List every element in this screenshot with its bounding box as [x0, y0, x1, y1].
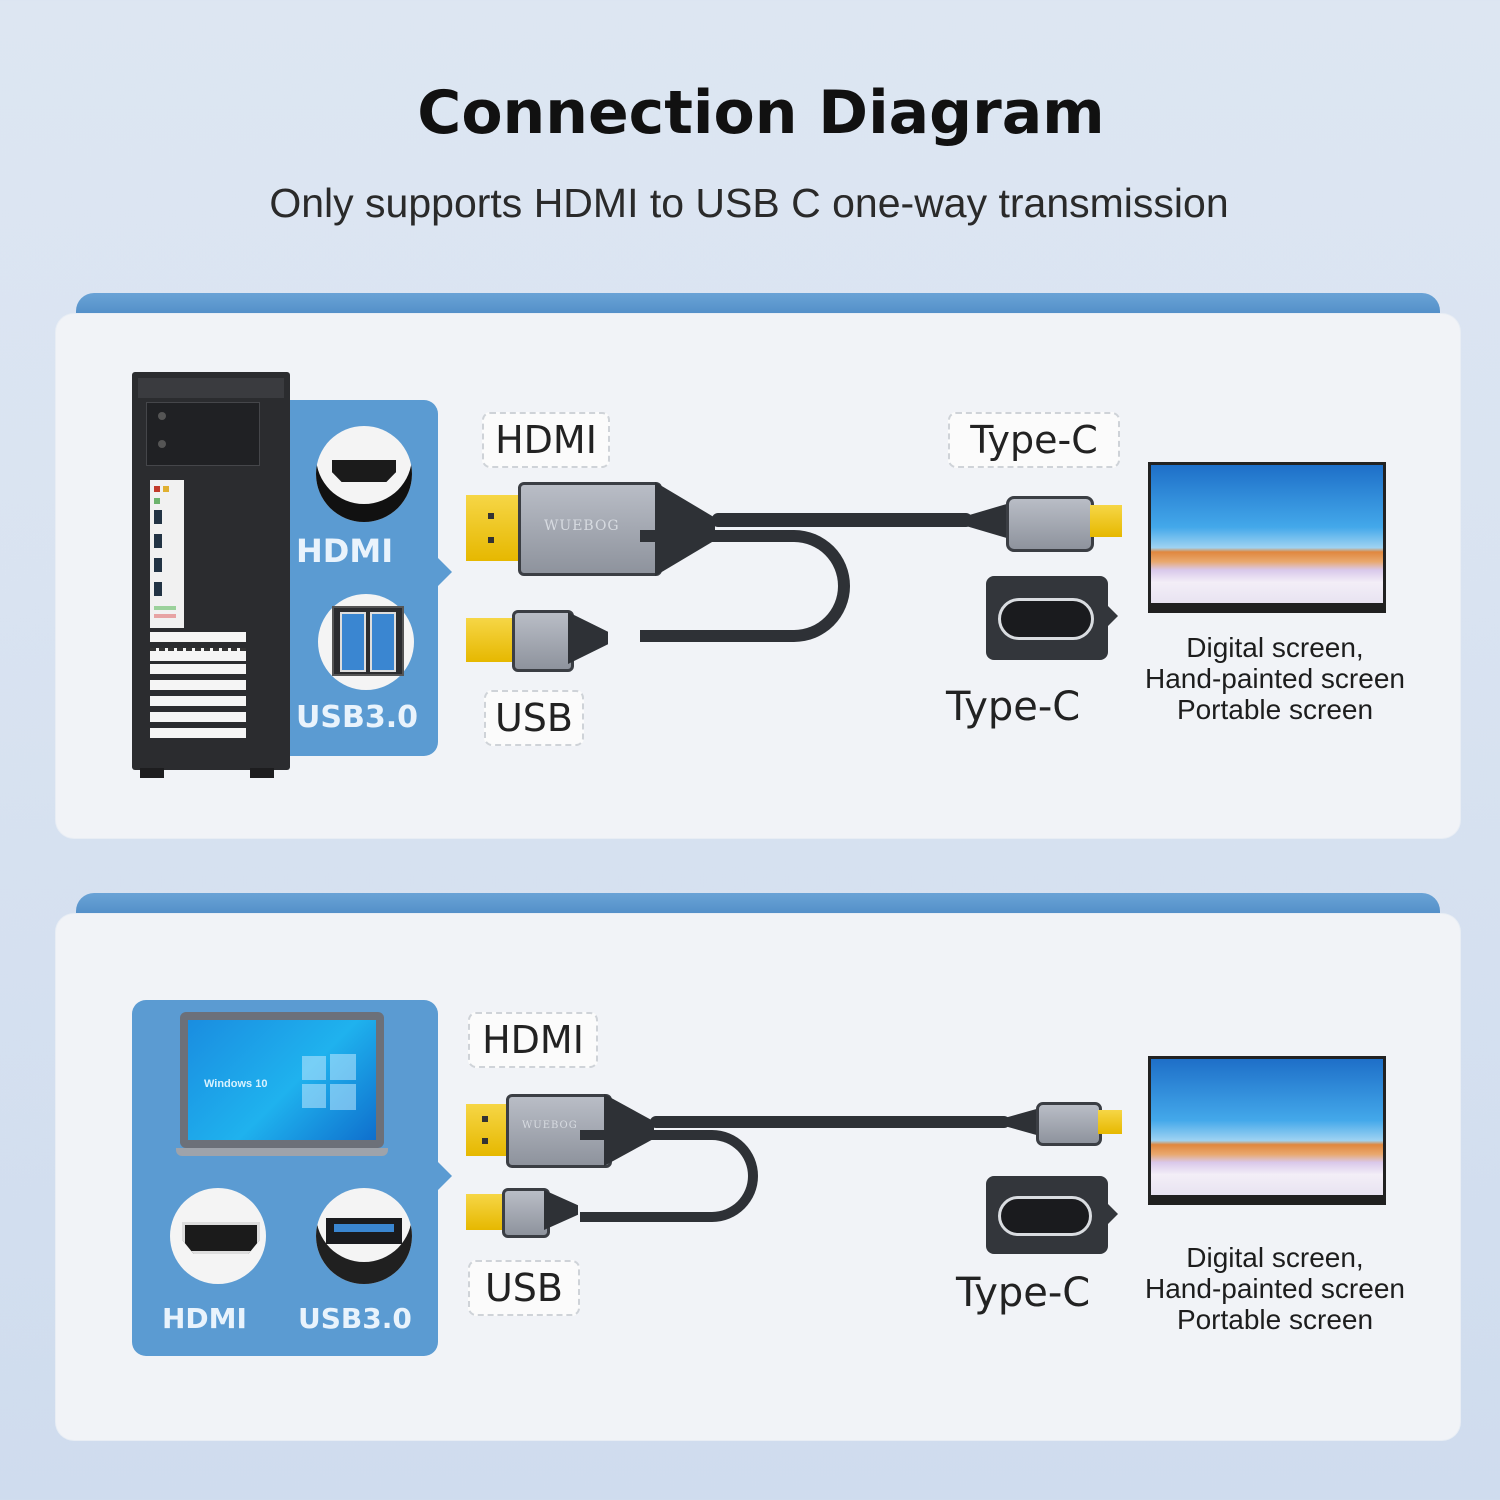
- usb3-port-icon: [318, 594, 414, 690]
- io-panel: [150, 480, 184, 628]
- hdmi-plug-housing: [518, 482, 662, 576]
- typec-callout: Type-C: [948, 412, 1120, 468]
- windows-text: Windows 10: [204, 1078, 268, 1090]
- typec-plug-housing: [1036, 1102, 1102, 1146]
- expansion-slots: [150, 632, 250, 750]
- target-description: Digital screen, Hand-painted screen Port…: [1145, 1242, 1405, 1335]
- usb-plug-tip: [466, 618, 514, 662]
- main-cable: [650, 1116, 1010, 1128]
- panel-1-top-bar: [76, 293, 1440, 317]
- typec-plug-tip: [1090, 505, 1122, 537]
- target-description: Digital screen, Hand-painted screen Port…: [1145, 632, 1405, 725]
- windows-logo-icon: [302, 1054, 356, 1110]
- portable-monitor-image: [1148, 1056, 1386, 1205]
- typec-port-label: Type-C: [956, 1270, 1091, 1316]
- hdmi-callout: HDMI: [482, 412, 610, 468]
- main-cable: [712, 513, 972, 527]
- brand-label: WUEBOG: [544, 518, 620, 534]
- hdmi-callout: HDMI: [468, 1012, 598, 1068]
- typec-plug-housing: [1006, 496, 1094, 552]
- laptop-icon: Windows 10: [176, 1012, 388, 1160]
- usb-cable-loop: [580, 1130, 758, 1222]
- usb-callout: USB: [468, 1260, 580, 1316]
- hdmi-plug-tip: [466, 1104, 510, 1156]
- usb-plug-housing: [502, 1188, 550, 1238]
- hdmi-plug-tip: [466, 495, 522, 561]
- hdmi-port-icon: [316, 426, 412, 522]
- usb3-port-label: USB3.0: [296, 700, 418, 735]
- laptop-screen: Windows 10: [188, 1020, 376, 1140]
- panel-2-top-bar: [76, 893, 1440, 917]
- usb-cable-loop: [640, 530, 850, 642]
- usb3-port-icon: [316, 1188, 412, 1284]
- brand-label: WUEBOG: [522, 1120, 578, 1131]
- page-subtitle: Only supports HDMI to USB C one-way tran…: [269, 180, 1229, 226]
- hdmi-port-label: HDMI: [296, 532, 394, 570]
- typec-plug-tip: [1098, 1110, 1122, 1134]
- usb3-port-label: USB3.0: [298, 1302, 412, 1335]
- portable-monitor-image: [1148, 462, 1386, 613]
- typec-port-label: Type-C: [946, 684, 1081, 730]
- hdmi-port-label: HDMI: [162, 1302, 247, 1335]
- page-title: Connection Diagram: [417, 78, 1105, 148]
- hdmi-port-icon: [170, 1188, 266, 1284]
- usb-plug-tip: [466, 1194, 504, 1230]
- desktop-tower-icon: [132, 372, 290, 780]
- typec-port-icon: [986, 576, 1118, 660]
- usb-plug-housing: [512, 610, 574, 672]
- usb-callout: USB: [484, 690, 584, 746]
- typec-port-icon: [986, 1176, 1118, 1254]
